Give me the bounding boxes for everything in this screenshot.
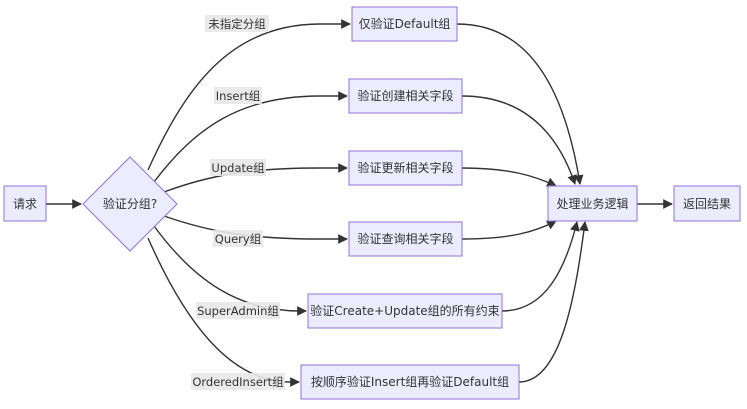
node-default-only-label: 仅验证Default组 <box>359 16 451 31</box>
edge-label-query: Query组 <box>215 232 262 246</box>
node-ordered-fields-label: 按顺序验证Insert组再验证Default组 <box>311 374 509 389</box>
edge-label-ordered-insert: OrderedInsert组 <box>192 375 284 389</box>
node-insert-fields-label: 验证创建相关字段 <box>357 88 453 103</box>
node-return-result-label: 返回结果 <box>683 197 731 211</box>
node-update-fields-label: 验证更新相关字段 <box>357 160 453 175</box>
edge-labels: 未指定分组 Insert组 Update组 Query组 SuperAdmin组… <box>191 15 285 390</box>
node-insert-fields: 验证创建相关字段 <box>348 78 463 114</box>
node-superadmin-fields: 验证Create+Update组的所有约束 <box>307 293 503 329</box>
edge-ordered-logic <box>518 221 589 383</box>
edge-update-logic <box>461 167 557 187</box>
node-update-fields: 验证更新相关字段 <box>348 150 463 186</box>
edge-label-unspecified: 未指定分组 <box>208 17 266 31</box>
node-request-label: 请求 <box>13 197 37 211</box>
edge-label-update: Update组 <box>211 161 265 175</box>
edge-default-logic <box>456 23 584 185</box>
edge-label-insert: Insert组 <box>216 89 261 103</box>
edge-query-logic <box>461 220 557 240</box>
node-return-result: 返回结果 <box>673 185 741 222</box>
node-business-logic: 处理业务逻辑 <box>547 185 638 222</box>
node-business-logic-label: 处理业务逻辑 <box>556 196 628 211</box>
edge-insert-logic <box>461 95 577 185</box>
node-decision: 验证分组? <box>82 156 178 252</box>
node-ordered-fields: 按顺序验证Insert组再验证Default组 <box>300 364 520 400</box>
node-superadmin-fields-label: 验证Create+Update组的所有约束 <box>310 303 499 318</box>
node-query-fields-label: 验证查询相关字段 <box>357 231 453 246</box>
node-decision-label: 验证分组? <box>103 196 157 211</box>
edge-decision-insert <box>153 91 348 183</box>
edge-superadmin-logic <box>501 221 580 312</box>
node-default-only: 仅验证Default组 <box>351 6 458 42</box>
node-request: 请求 <box>3 185 47 222</box>
edge-decision-superadmin <box>153 225 307 316</box>
node-query-fields: 验证查询相关字段 <box>348 221 463 257</box>
edge-label-superadmin: SuperAdmin组 <box>197 304 279 318</box>
nodes: 请求 验证分组? 仅验证Default组 验证创建相关字段 验证更新相关字段 验… <box>3 6 741 400</box>
edge-decision-default <box>147 19 351 171</box>
